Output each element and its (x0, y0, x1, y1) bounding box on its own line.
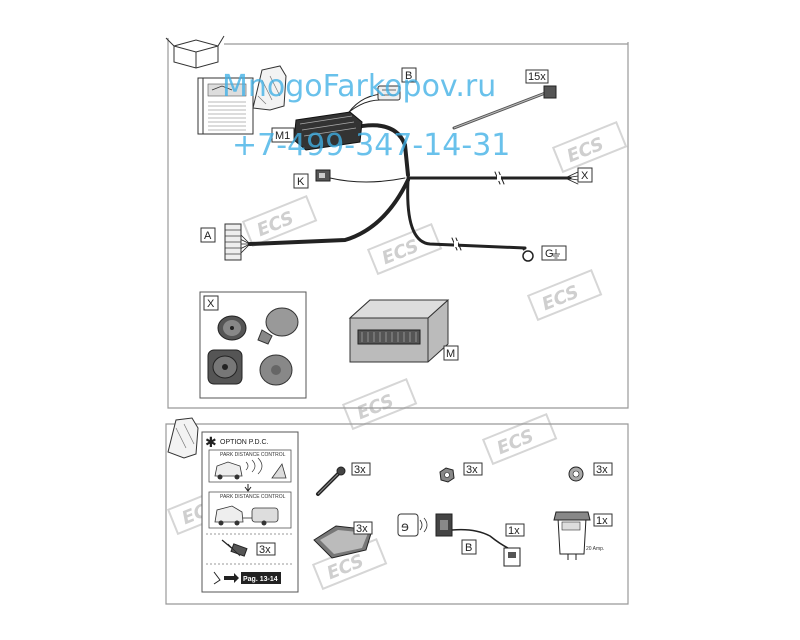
svg-text:Pag. 13-14: Pag. 13-14 (243, 576, 278, 583)
washer-illustration (568, 466, 584, 482)
watermark-site: MnogoFarkopov.ru (222, 69, 496, 104)
fuse-illustration (553, 511, 591, 560)
ecs-stamp: ECS (366, 222, 443, 276)
asterisk-icon: ✱ (205, 435, 217, 451)
svg-text:K: K (297, 176, 305, 188)
ecs-stamp: ECS (526, 268, 603, 322)
ear-icon: ɘ (401, 520, 409, 535)
connector-k (315, 169, 331, 182)
car-with-trailer-illustration (214, 505, 279, 526)
wiring-harness (237, 93, 579, 257)
ecs-stamp: ECS (241, 194, 318, 248)
ground-eyelet (522, 247, 534, 262)
label-x-socket: X (203, 295, 219, 311)
svg-text:M1: M1 (275, 130, 290, 142)
ecs-stamp: ECS (341, 377, 418, 431)
car-with-sensor-illustration (214, 457, 287, 480)
module-m: M (348, 299, 459, 363)
cable-tie (452, 85, 557, 130)
trailer-socket-illustration (207, 307, 299, 386)
svg-text:PARK DISTANCE CONTROL: PARK DISTANCE CONTROL (220, 494, 286, 500)
label-b-top: B (401, 67, 417, 83)
kit-panel (165, 35, 629, 409)
label-g-ground: G (541, 245, 567, 261)
ecs-stamp: ECS (481, 412, 558, 466)
label-15x: 15x (525, 69, 549, 84)
svg-text:3x: 3x (596, 464, 608, 476)
buzzer-label-b: B (461, 539, 477, 555)
screw-illustration (316, 466, 346, 496)
svg-text:3x: 3x (356, 523, 368, 535)
wire-tap-illustration (221, 539, 248, 557)
instruction-manual (197, 77, 254, 135)
ecs-stamp: ECS (551, 120, 628, 174)
svg-text:3x: 3x (354, 464, 366, 476)
svg-text:B: B (405, 70, 412, 82)
connector-a (224, 223, 242, 261)
fuse-rating: 20 Amp. (586, 546, 604, 552)
qty-relay-tag: 3x (256, 542, 276, 556)
svg-text:15x: 15x (528, 71, 546, 83)
fuse-qty-tag: 1x (593, 513, 613, 527)
plastic-bag-icon (167, 417, 199, 459)
svg-text:X: X (207, 298, 215, 310)
svg-text:M: M (446, 348, 455, 360)
svg-text:G: G (545, 248, 554, 260)
label-x-wire: X (577, 167, 593, 183)
watermark-phone: +7-499-347-14-31 (232, 128, 510, 163)
washer-qty-tag: 3x (593, 462, 613, 476)
svg-text:3x: 3x (466, 464, 478, 476)
nut-qty-tag: 3x (463, 462, 483, 476)
svg-text:X: X (581, 170, 589, 182)
svg-text:PARK DISTANCE CONTROL: PARK DISTANCE CONTROL (220, 452, 286, 458)
label-k: K (293, 173, 309, 189)
svg-text:1x: 1x (596, 515, 608, 527)
buzzer-qty-tag: 1x (505, 523, 525, 537)
nut-illustration (439, 467, 455, 483)
box-icon (165, 35, 225, 69)
svg-text:1x: 1x (508, 525, 520, 537)
plastic-bag-icon (252, 65, 287, 111)
label-m: M (443, 345, 459, 361)
svg-text:A: A (204, 230, 212, 242)
label-m1: M1 (271, 127, 295, 143)
svg-text:3x: 3x (259, 544, 271, 556)
connector-b (377, 85, 401, 101)
wipe-qty-tag: 3x (353, 521, 373, 535)
buzzer-illustration: ɘ (397, 513, 521, 567)
accessories-panel (165, 417, 629, 605)
page-reference: Pag. 13-14 (213, 571, 281, 585)
svg-text:B: B (465, 542, 472, 554)
socket-panel: X (199, 291, 307, 399)
option-pdc-panel: ✱ OPTION P.D.C. PARK DISTANCE CONTROL PA… (201, 431, 299, 593)
screw-qty-tag: 3x (351, 462, 371, 476)
label-a: A (200, 227, 216, 243)
control-module-m1 (293, 111, 363, 151)
svg-text:OPTION P.D.C.: OPTION P.D.C. (220, 439, 269, 446)
